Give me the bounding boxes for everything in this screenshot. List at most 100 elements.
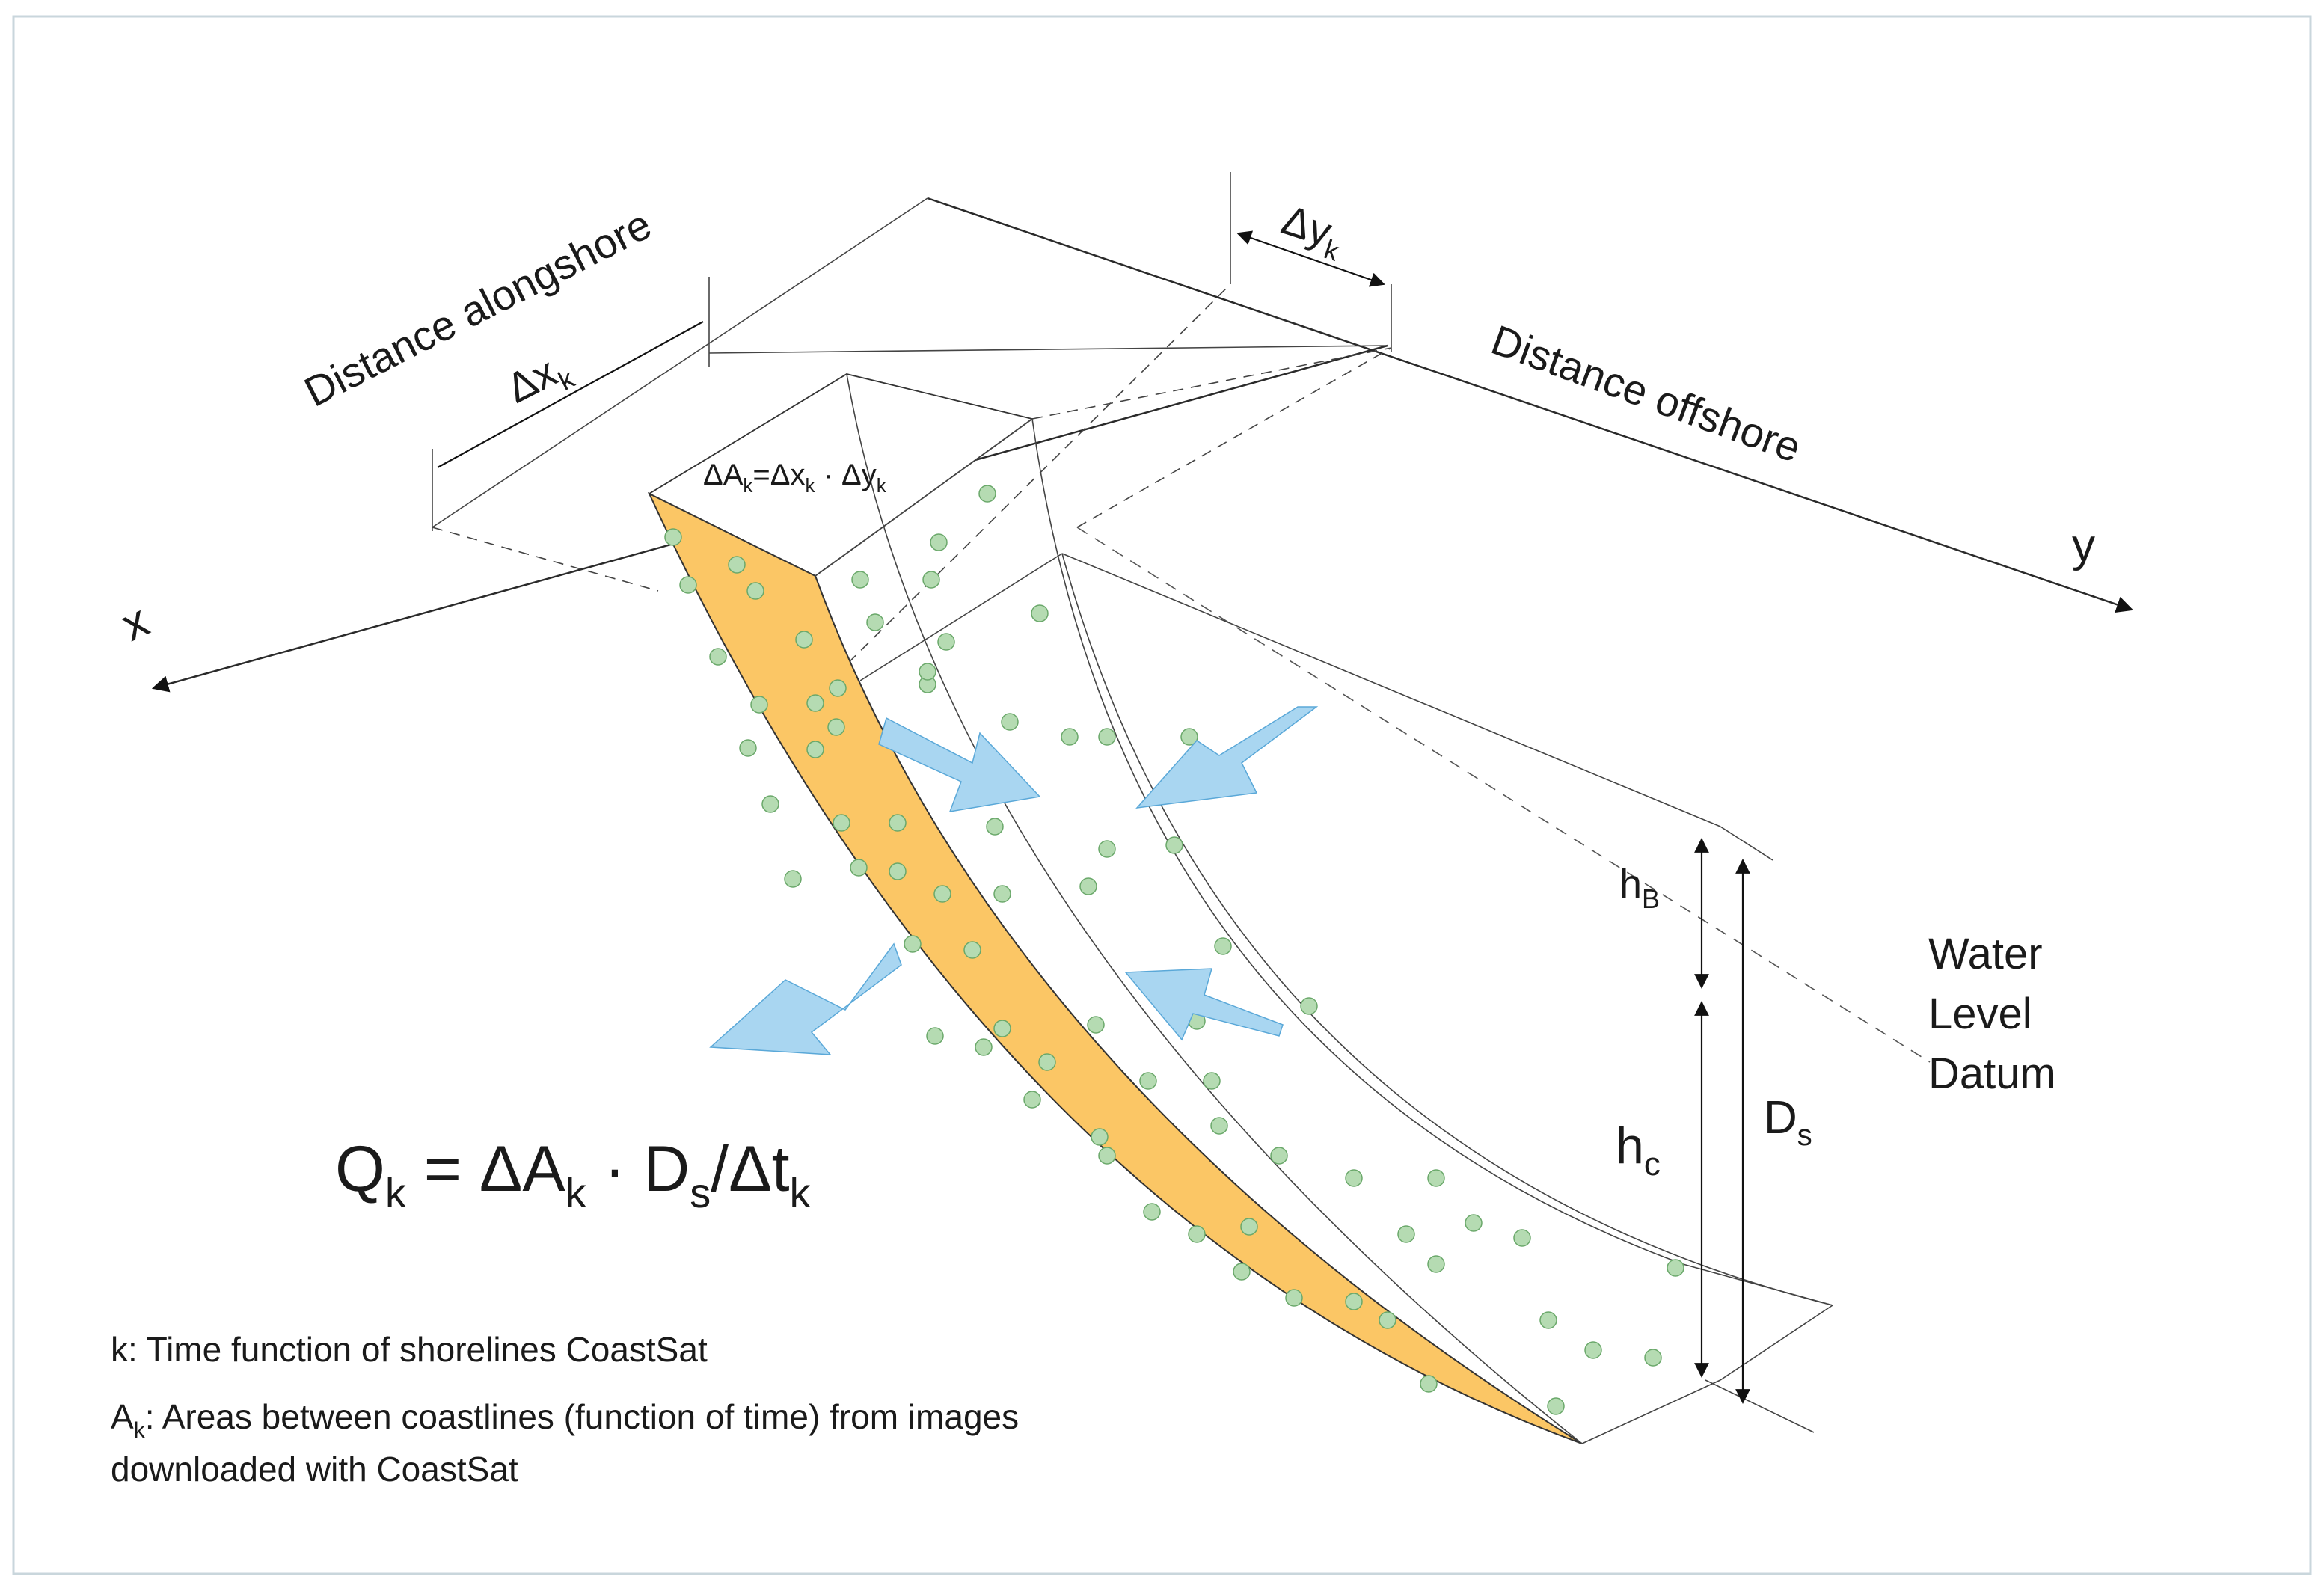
sediment-dot bbox=[827, 718, 845, 736]
sediment-dot bbox=[1547, 1397, 1565, 1415]
plane-dashed-b bbox=[1031, 347, 1392, 420]
sediment-dot bbox=[937, 633, 955, 651]
flux-arrow-offshore bbox=[709, 942, 902, 1055]
top-plane-lines bbox=[432, 172, 1392, 689]
sediment-dot bbox=[739, 739, 757, 757]
sediment-dot bbox=[889, 814, 907, 832]
area-equation: ΔAk=Δxk · Δyk bbox=[703, 459, 887, 497]
figure-frame bbox=[12, 15, 2312, 1575]
flux-arrow-lower bbox=[1124, 968, 1284, 1041]
sediment-dot bbox=[922, 571, 940, 589]
dy-dimension bbox=[1236, 230, 1385, 287]
sediment-dot bbox=[1031, 604, 1049, 622]
sediment-dot bbox=[1345, 1293, 1363, 1310]
note-line-1: k: Time function of shorelines CoastSat bbox=[111, 1330, 708, 1369]
y-axis-label: y bbox=[2072, 520, 2095, 571]
datum-label: Water Level Datum bbox=[1928, 930, 2056, 1098]
sediment-dot bbox=[1091, 1128, 1109, 1146]
sediment-dot bbox=[986, 818, 1004, 836]
sediment-dot bbox=[1188, 1225, 1206, 1243]
sediment-dot bbox=[993, 885, 1011, 903]
sediment-dot bbox=[806, 694, 824, 712]
sediment-dot bbox=[1379, 1311, 1396, 1329]
sediment-dot bbox=[993, 1020, 1011, 1037]
sediment-dot bbox=[1098, 728, 1116, 746]
sediment-dot bbox=[709, 648, 727, 666]
sediment-dot bbox=[1513, 1229, 1531, 1247]
sediment-dot bbox=[1300, 997, 1318, 1015]
dy-label: Δyk bbox=[1274, 195, 1351, 267]
offshore-label: Distance offshore bbox=[1486, 316, 1807, 471]
sediment-dots bbox=[664, 485, 1684, 1415]
sediment-dot bbox=[1214, 937, 1232, 955]
x-axis-label: x bbox=[114, 595, 156, 652]
sediment-dot bbox=[1539, 1311, 1557, 1329]
sediment-dot bbox=[1427, 1169, 1445, 1187]
flux-arrow-in-left bbox=[878, 717, 1041, 812]
sediment-dot bbox=[930, 533, 948, 551]
sediment-dot bbox=[1270, 1147, 1288, 1165]
sediment-dot bbox=[833, 814, 850, 832]
profile-block bbox=[647, 373, 1931, 1444]
sediment-dot bbox=[1397, 1225, 1415, 1243]
sediment-dot bbox=[866, 613, 884, 631]
sediment-dot bbox=[746, 582, 764, 600]
sediment-dot bbox=[1061, 728, 1079, 746]
y-axis-line bbox=[927, 197, 2134, 613]
sediment-dot bbox=[1165, 836, 1183, 854]
hc-label: hc bbox=[1616, 1118, 1661, 1183]
sediment-dot bbox=[904, 935, 922, 953]
sediment-dot bbox=[975, 1038, 993, 1056]
sediment-dot bbox=[664, 528, 682, 546]
sediment-dot bbox=[1427, 1255, 1445, 1273]
sediment-dot bbox=[728, 556, 746, 574]
sediment-dot bbox=[1087, 1016, 1105, 1034]
sediment-dot bbox=[1240, 1218, 1258, 1236]
sediment-dot bbox=[1210, 1117, 1228, 1135]
sediment-dot bbox=[1667, 1259, 1684, 1277]
sediment-dot bbox=[1285, 1289, 1303, 1307]
plane-dashed-front bbox=[432, 527, 659, 592]
sediment-dot bbox=[1420, 1375, 1438, 1393]
sediment-dot bbox=[1584, 1341, 1602, 1359]
sediment-dot bbox=[1143, 1203, 1161, 1221]
alongshore-label: Distance alongshore bbox=[297, 200, 659, 416]
sediment-dot bbox=[1465, 1214, 1483, 1232]
sediment-dot bbox=[679, 576, 697, 594]
sediment-dot bbox=[850, 859, 868, 877]
sediment-dot bbox=[1139, 1072, 1157, 1090]
sediment-dot bbox=[1180, 728, 1198, 746]
dx-label: Δxk bbox=[499, 341, 580, 418]
sediment-dot bbox=[926, 1027, 944, 1045]
sediment-dot bbox=[919, 663, 936, 681]
sediment-dot bbox=[795, 631, 813, 649]
profile-curve-1 bbox=[846, 373, 1583, 1444]
flux-arrow-in-right bbox=[1135, 706, 1319, 809]
main-equation: Qk = ΔAk · Ds/Δtk bbox=[335, 1133, 812, 1216]
sediment-dot bbox=[1023, 1091, 1041, 1109]
hB-label: hB bbox=[1619, 862, 1660, 914]
axes-group bbox=[151, 197, 2134, 693]
plane-dashed-c bbox=[1076, 347, 1392, 528]
sediment-dot bbox=[1098, 840, 1116, 858]
sediment-dot bbox=[1098, 1147, 1116, 1165]
sediment-dot bbox=[806, 741, 824, 758]
sediment-dot bbox=[1233, 1263, 1251, 1281]
sediment-dot bbox=[829, 679, 847, 697]
sediment-dot bbox=[750, 696, 768, 714]
sediment-dot bbox=[784, 870, 802, 888]
sediment-dot bbox=[1345, 1169, 1363, 1187]
flux-arrows bbox=[709, 706, 1319, 1055]
dx-dimension bbox=[437, 321, 704, 468]
sediment-dot bbox=[1038, 1053, 1056, 1071]
Ds-label: Ds bbox=[1764, 1092, 1812, 1152]
sediment-dot bbox=[978, 485, 996, 503]
sediment-dot bbox=[889, 862, 907, 880]
plane-dashed-a bbox=[822, 283, 1231, 689]
sediment-dot bbox=[761, 795, 779, 813]
note-line-3: downloaded with CoastSat bbox=[111, 1450, 518, 1489]
sediment-dot bbox=[933, 885, 951, 903]
sediment-dot bbox=[1001, 713, 1019, 731]
